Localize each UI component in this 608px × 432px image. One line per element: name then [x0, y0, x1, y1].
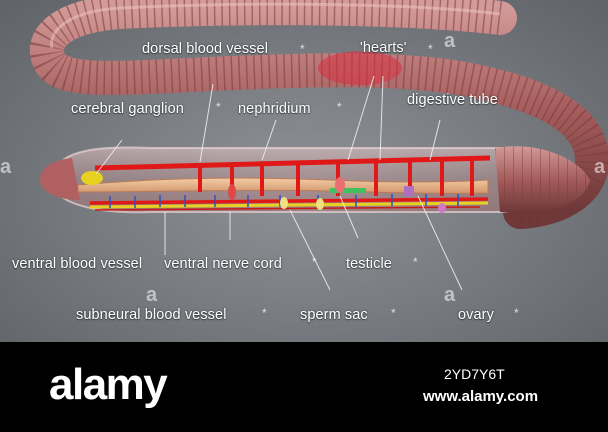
watermark-star: * — [312, 255, 317, 269]
watermark-star: * — [391, 306, 396, 320]
worm-dissected-section — [40, 146, 590, 214]
watermark-glyph: a — [594, 156, 606, 178]
worm-upper-body — [29, 0, 608, 229]
label-testicle: testicle — [346, 256, 392, 272]
label-subneural-blood-vessel: subneural blood vessel — [76, 307, 227, 323]
watermark-star: * — [216, 100, 221, 114]
earthworm-drawing — [29, 0, 608, 291]
label-dorsal-blood-vessel: dorsal blood vessel — [142, 41, 269, 57]
watermark-star: * — [514, 306, 519, 320]
watermark-glyph: a — [444, 284, 456, 306]
site-url: www.alamy.com — [423, 388, 539, 405]
label-leader-lines — [95, 75, 463, 291]
label-ovary: ovary — [458, 307, 494, 323]
label-cerebral-ganglion: cerebral ganglion — [71, 101, 184, 117]
label-nephridium: nephridium — [238, 101, 311, 117]
watermark-star: * — [413, 255, 418, 269]
watermark-star: * — [300, 42, 305, 56]
image-id: 2YD7Y6T — [444, 366, 505, 382]
label-ventral-blood-vessel: ventral blood vessel — [12, 256, 143, 272]
label-sperm-sac: sperm sac — [300, 307, 368, 323]
watermark-glyph: a — [146, 284, 158, 306]
earthworm-anatomy-illustration: * * * * * * * * * a a a a a dorsal blood… — [0, 0, 608, 342]
watermark-star: * — [337, 100, 342, 114]
stock-footer-bar: alamy 2YD7Y6T www.alamy.com — [0, 342, 608, 432]
watermark-glyph: a — [444, 30, 456, 52]
label-ventral-nerve-cord: ventral nerve cord — [164, 256, 282, 272]
watermark-star: * — [428, 42, 433, 56]
watermark-glyph: a — [0, 156, 12, 178]
label-digestive-tube: digestive tube — [407, 92, 498, 108]
brand-logo: alamy — [49, 360, 168, 409]
watermark-star: * — [262, 306, 267, 320]
label-hearts: 'hearts' — [360, 40, 407, 56]
